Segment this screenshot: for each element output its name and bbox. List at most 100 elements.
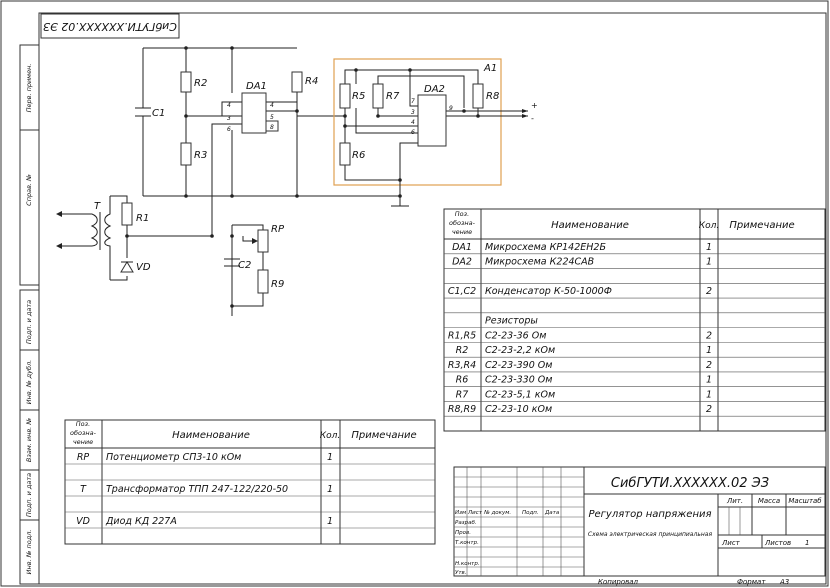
wire-da1-in (186, 101, 242, 117)
resistor-r8 (472, 83, 484, 109)
chip-da1 (241, 92, 267, 134)
resistor-r2 (180, 71, 192, 93)
rt-cell-qty: 2 (706, 360, 712, 371)
label-r2: R2 (194, 78, 207, 89)
rt-cell-name: С2-23-390 Ом (485, 360, 552, 371)
tb-col-date: Дата (544, 510, 560, 516)
wire-da1-out (265, 88, 298, 112)
rt-cell-pos: DA1 (452, 242, 472, 253)
chip-da2 (417, 94, 447, 147)
rt-head-pos-1: Поз. (455, 210, 469, 218)
tb-scale: Масштаб (788, 497, 822, 505)
junction-dots (125, 46, 480, 308)
lt-cell-name: Трансформатор ТПП 247-122/220-50 (106, 484, 288, 495)
label-t: T (94, 201, 101, 212)
side-column: Перв. примен. Справ. № Подп. и дата Инв.… (19, 44, 40, 585)
label-da1: DA1 (246, 81, 267, 92)
pin-da2-in4: 6 (411, 129, 415, 136)
tb-row-nkontr: Н.контр. (455, 561, 480, 567)
output-minus: - (531, 114, 534, 123)
rt-head-pos-3: чение (452, 228, 472, 236)
rt-head-pos-2: обозна- (449, 219, 476, 227)
lt-cell-qty: 1 (327, 484, 333, 495)
wire-to-t (211, 123, 242, 236)
resistor-r3 (180, 142, 192, 166)
side-label-2: Справ. № (25, 174, 33, 206)
label-r1: R1 (136, 213, 149, 224)
tb-col-izm: Изм (455, 510, 466, 516)
lt-cell-qty: 1 (327, 516, 333, 527)
rt-head-note: Примечание (729, 220, 794, 231)
output-arrow-plus (522, 109, 528, 113)
tb-subtitle: Схема электрическая принципиальная (588, 531, 713, 538)
tb-sheet: Лист (721, 539, 741, 547)
tb-format: Формат (737, 578, 766, 586)
potentiometer-wiper (252, 238, 258, 244)
rt-cell-name: Микросхема К224САВ (485, 257, 594, 268)
side-label-4: Инв. № дубл. (25, 360, 33, 404)
rt-cell-name: С2-23-10 кОм (485, 404, 552, 415)
lt-cell-name: Потенциометр СП3-10 кОм (106, 452, 241, 463)
lt-cell-pos: T (80, 484, 87, 495)
side-label-7: Инв. № подл. (25, 530, 33, 575)
wire-rp (231, 224, 264, 316)
rt-cell-qty: 1 (706, 257, 712, 268)
rt-cell-qty: 2 (706, 330, 712, 341)
rt-cell-name: Резисторы (485, 316, 538, 327)
lt-cell-name: Диод КД 227А (105, 516, 177, 527)
pin-da1-in2: 3 (227, 115, 231, 122)
rt-cell-pos: R2 (456, 345, 469, 356)
resistor-r9 (257, 269, 269, 294)
pin-da1-out3: 8 (270, 124, 274, 131)
side-label-5: Взам. инв. № (25, 418, 33, 462)
resistor-r1 (121, 202, 133, 226)
tb-code: СибГУТИ.ХХХХХХ.02 ЭЗ (611, 476, 769, 491)
pin-da1-in3: 6 (227, 126, 231, 133)
potentiometer-rp (257, 229, 269, 253)
rt-head-qty: Кол. (699, 221, 720, 231)
label-r5: R5 (352, 91, 365, 102)
rt-head-name: Наименование (551, 220, 629, 231)
rt-cell-pos: R7 (456, 389, 469, 400)
chip-da1-sub (265, 120, 279, 132)
output-plus: + (531, 101, 538, 110)
tb-copied: Копировал (598, 578, 639, 586)
output-arrow-minus (522, 114, 528, 118)
lt-head-qty: Кол. (320, 431, 341, 441)
tb-sheets-val: 1 (805, 539, 809, 547)
side-label-3: Подп. и дата (25, 300, 33, 344)
lt-head-pos-2: обозна- (70, 429, 97, 437)
pin-da2-in1: 7 (411, 98, 415, 105)
tb-format-val: А3 (779, 578, 789, 586)
tb-lit: Лит. (726, 497, 743, 505)
pin-da2-out: 9 (449, 105, 453, 112)
pin-da2-in3: 4 (411, 119, 415, 126)
rt-cell-qty: 1 (706, 345, 712, 356)
rt-cell-qty: 1 (706, 242, 712, 253)
resistor-r6 (339, 142, 351, 166)
diode-vd (120, 261, 134, 273)
resistor-r7 (372, 83, 384, 109)
tb-row-razrab: Разраб. (455, 520, 477, 526)
label-r3: R3 (194, 150, 207, 161)
tb-col-list: Лист (467, 510, 483, 516)
rt-cell-pos: R8,R9 (448, 404, 476, 415)
label-r4: R4 (305, 76, 318, 87)
rt-cell-pos: R6 (456, 375, 469, 386)
tb-sheets: Листов (764, 539, 791, 547)
resistor-r4 (291, 71, 303, 93)
module-a1-frame (333, 58, 502, 186)
top-stamp-text: СибГУТИ.ХХХХХХ.02 ЭЗ (43, 20, 177, 33)
rt-cell-name: С2-23-5,1 кОм (485, 389, 555, 400)
pin-da1-out1: 4 (270, 102, 274, 109)
parts-table-left: Поз. обозна- чение Наименование Кол. При… (64, 419, 436, 545)
label-r8: R8 (486, 91, 499, 102)
rt-cell-pos: R3,R4 (448, 360, 476, 371)
lt-cell-qty: 1 (327, 452, 333, 463)
rt-cell-pos: С1,С2 (448, 286, 476, 297)
rt-cell-name: Микросхема КР142ЕН2Б (485, 242, 606, 253)
label-r7: R7 (386, 91, 400, 102)
rt-cell-qty: 2 (706, 286, 712, 297)
transformer-t (56, 196, 112, 280)
